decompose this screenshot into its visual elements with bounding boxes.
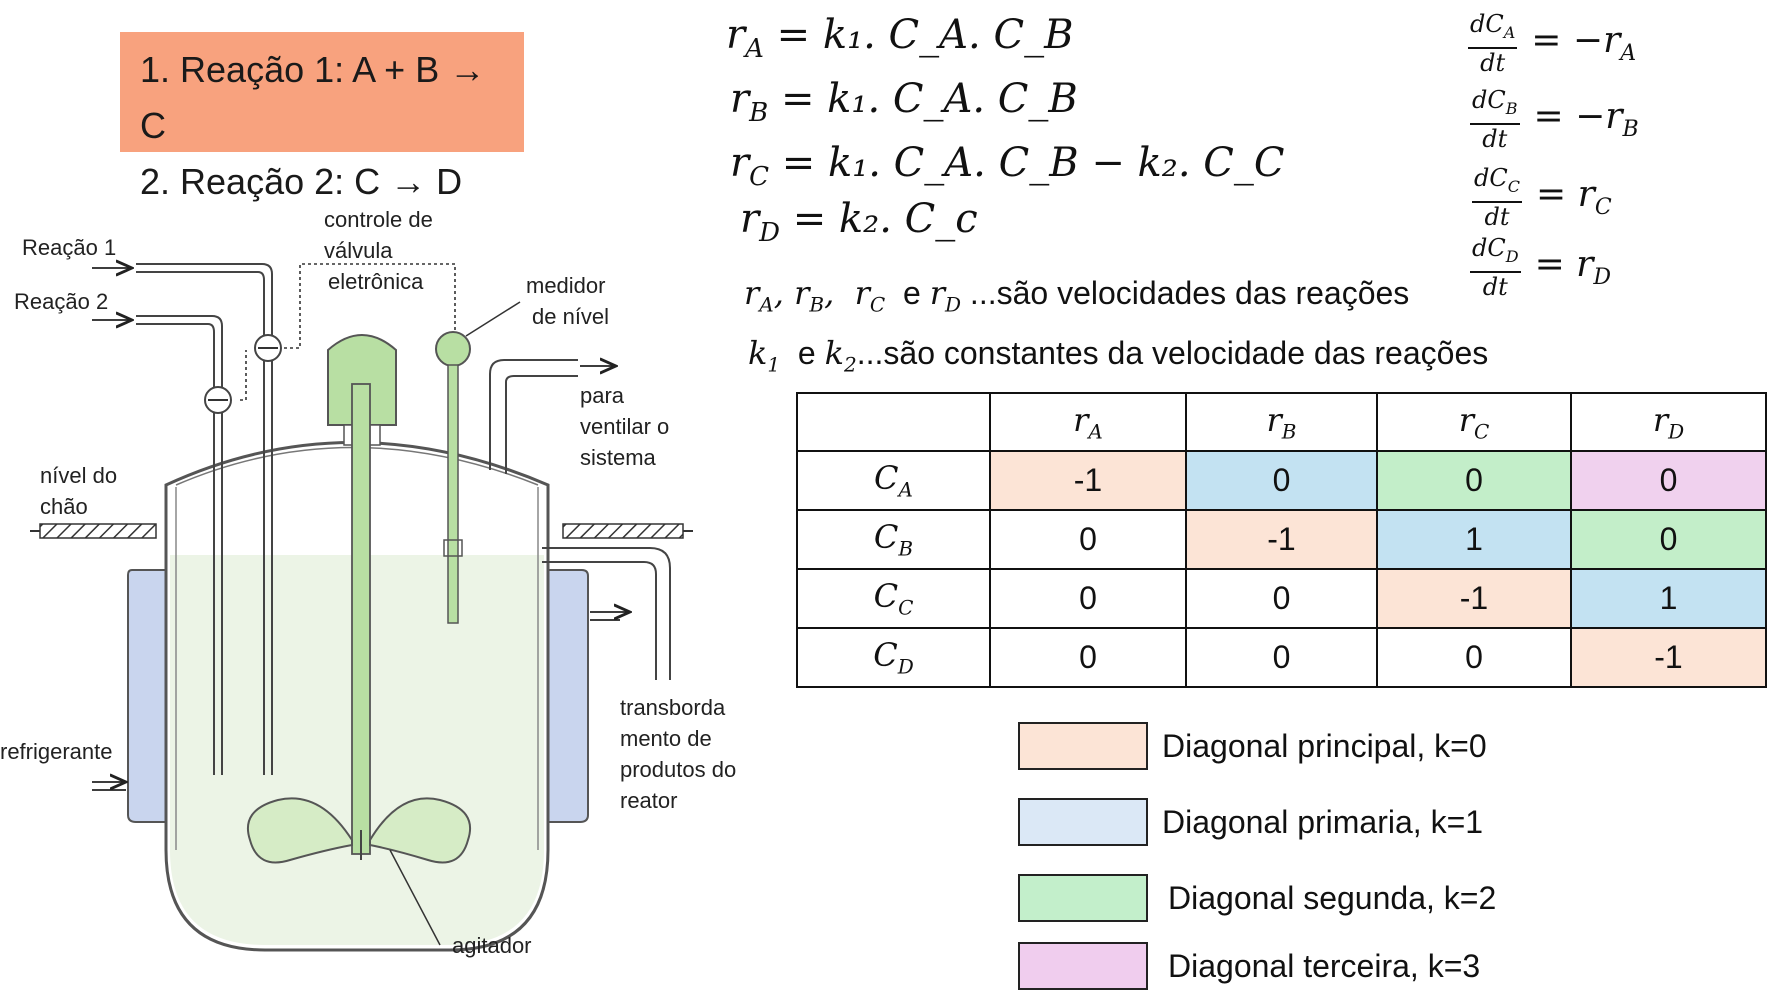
feed-pipe-1 — [136, 263, 273, 775]
control-signal-line — [240, 263, 456, 401]
matrix-corner — [796, 392, 991, 452]
matrix-cell: 0 — [989, 568, 1187, 629]
matrix-cell: -1 — [1376, 568, 1572, 629]
col-header-rc: rC — [1376, 392, 1572, 452]
label-medidor-nivel: medidor de nível — [526, 273, 610, 329]
matrix-row-cd: CD 0 0 0 -1 — [796, 627, 1767, 688]
matrix-cell: 1 — [1376, 509, 1572, 570]
feed-pipe-2 — [136, 315, 223, 775]
vent-pipe — [489, 359, 578, 470]
rates-note: rA, rB, rC e rD ...são velocidades das r… — [744, 274, 1410, 317]
matrix-cell: 0 — [1185, 568, 1378, 629]
agitator-shaft — [351, 383, 371, 855]
overflow-pipe — [542, 547, 671, 680]
label-nivel-chao: nível do chão — [40, 463, 118, 519]
stoichiometric-matrix: rA rB rC rD CA -1 0 0 0 CB 0 -1 1 0 CC 0… — [796, 392, 1767, 688]
rate-eq-a: rA = k₁. C_A. C_B — [726, 12, 1074, 64]
matrix-cell: 0 — [1185, 450, 1378, 511]
label-transbordamento: transborda mento de produtos do reator — [620, 695, 737, 813]
matrix-header-row: rA rB rC rD — [796, 392, 1767, 452]
reactions-box: 1. Reação 1: A + B → C 2. Reação 2: C → … — [120, 32, 524, 202]
agitator-impeller — [247, 797, 353, 864]
row-header-cb: CB — [796, 509, 991, 570]
legend-swatch — [1018, 798, 1148, 846]
legend-label: Diagonal terceira, k=3 — [1168, 947, 1481, 984]
legend-swatch — [1018, 722, 1148, 770]
label-ventilar: para ventilar o sistema — [580, 383, 670, 470]
label-reacao-1: Reação 1 — [22, 235, 117, 260]
label-refrigerante: refrigerante — [0, 739, 113, 764]
level-meter-rod — [447, 364, 459, 624]
matrix-cell: -1 — [1570, 627, 1767, 688]
row-header-ca: CA — [796, 450, 991, 511]
matrix-cell: -1 — [1185, 509, 1378, 570]
reactor-diagram — [30, 190, 693, 952]
col-header-rd: rD — [1570, 392, 1767, 452]
agitator-motor — [327, 334, 397, 426]
matrix-cell: 0 — [989, 509, 1187, 570]
legend-label: Diagonal primaria, k=1 — [1162, 803, 1484, 840]
ground-hatch-right — [562, 523, 684, 539]
cooling-jacket-right — [544, 569, 589, 823]
level-meter-bulb — [435, 331, 471, 367]
col-header-rb: rB — [1185, 392, 1378, 452]
matrix-row-ca: CA -1 0 0 0 — [796, 450, 1767, 511]
reaction-1: 1. Reação 1: A + B → C — [140, 49, 486, 146]
legend-item-k0: Diagonal principal, k=0 — [1018, 722, 1487, 770]
matrix-cell: 1 — [1570, 568, 1767, 629]
matrix-row-cc: CC 0 0 -1 1 — [796, 568, 1767, 629]
label-controle-valvula: controle de válvula eletrônica — [324, 207, 433, 294]
cooling-jacket-left — [127, 569, 177, 823]
matrix-cell: 0 — [1570, 450, 1767, 511]
legend-item-k3: Diagonal terceira, k=3 — [1018, 942, 1480, 990]
rate-eq-d: rD = k₂. C_c — [740, 196, 978, 248]
ground-hatch-left — [39, 523, 157, 539]
rate-eq-c: rC = k₁. C_A. C_B − k₂. C_C — [730, 140, 1285, 192]
reaction-2: 2. Reação 2: C → D — [140, 161, 463, 202]
row-header-cd: CD — [796, 627, 991, 688]
matrix-cell: 0 — [1376, 450, 1572, 511]
matrix-cell: -1 — [989, 450, 1187, 511]
legend-swatch — [1018, 874, 1148, 922]
constants-note: k1 e k2...são constantes da velocidade d… — [748, 334, 1489, 377]
rate-eq-b: rB = k₁. C_A. C_B — [730, 76, 1078, 128]
legend-item-k2: Diagonal segunda, k=2 — [1018, 874, 1496, 922]
legend-swatch — [1018, 942, 1148, 990]
matrix-cell: 0 — [1376, 627, 1572, 688]
row-header-cc: CC — [796, 568, 991, 629]
matrix-cell: 0 — [1570, 509, 1767, 570]
legend-label: Diagonal segunda, k=2 — [1168, 879, 1497, 916]
legend-label: Diagonal principal, k=0 — [1162, 727, 1487, 764]
matrix-row-cb: CB 0 -1 1 0 — [796, 509, 1767, 570]
label-agitador: agitador — [452, 933, 532, 958]
legend-item-k1: Diagonal primaria, k=1 — [1018, 798, 1483, 846]
col-header-ra: rA — [989, 392, 1187, 452]
matrix-cell: 0 — [989, 627, 1187, 688]
matrix-cell: 0 — [1185, 627, 1378, 688]
label-reacao-2: Reação 2 — [14, 289, 109, 314]
